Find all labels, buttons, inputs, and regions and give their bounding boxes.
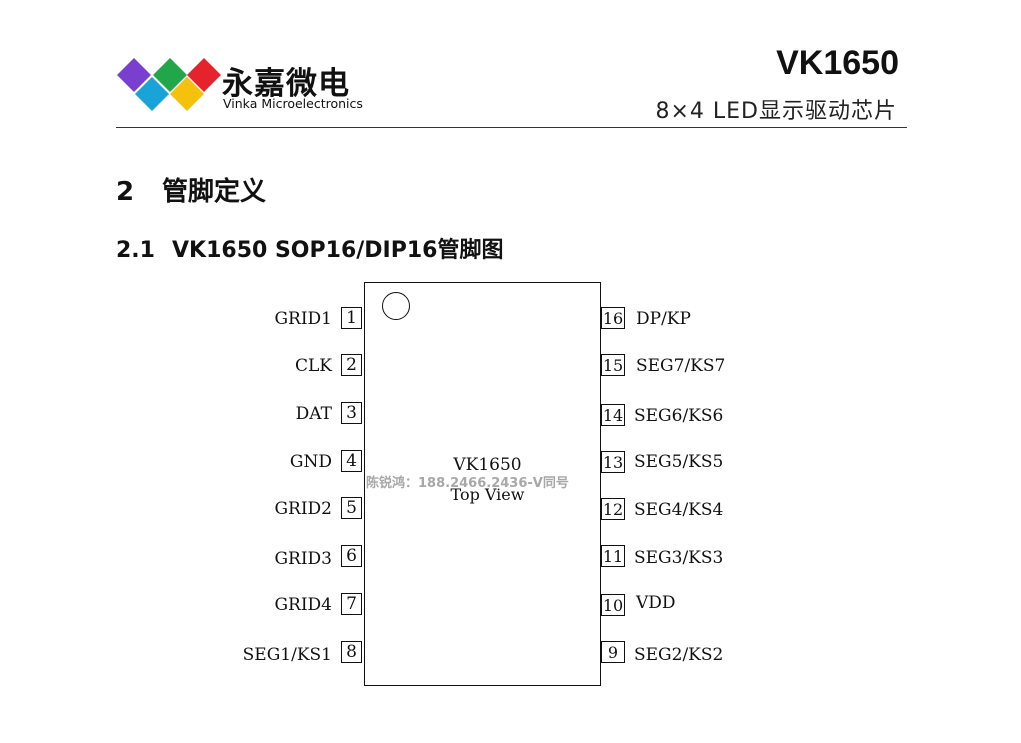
pin-label: VDD [636,593,676,613]
pin-number-box: 12 [601,498,625,520]
pin-number-box: 15 [601,354,625,376]
pin-number-box: 6 [341,545,362,567]
document-subtitle: 8×4 LED显示驱动芯片 [655,99,897,124]
brand-name-english: Vinka Microelectronics [223,96,363,111]
subsection-title: VK1650 SOP16/DIP16管脚图 [172,238,504,263]
pin-number-box: 4 [341,450,362,472]
pin-label: SEG1/KS1 [242,645,332,665]
pin-label: GRID1 [274,309,332,329]
pin-label: GRID3 [274,549,332,569]
contact-watermark: 陈锐鸿：188.2466.2436-V同号 [366,476,569,491]
logo-diamond-green [153,58,187,92]
pin-label: SEG6/KS6 [634,406,724,426]
pin-number-box: 16 [601,307,625,329]
pin-label: CLK [295,356,332,376]
pin-label: DP/KP [636,309,691,329]
subsection-number: 2.1 [116,238,155,263]
chip-body [364,282,601,686]
logo-diamonds-icon [117,58,221,111]
pin-number-box: 14 [601,404,625,426]
pin-number-box: 9 [601,641,625,663]
pin-label: GND [289,452,332,472]
pin-number-box: 5 [341,497,362,519]
pin-number-box: 2 [341,354,362,376]
document-title: VK1650 [776,44,899,82]
pin-label: GRID4 [274,595,332,615]
pin-number-box: 10 [601,594,625,616]
section-heading: 2 管脚定义 [116,171,266,208]
logo-diamond-purple [117,58,151,92]
pin-label: SEG2/KS2 [634,645,724,665]
pin-number-box: 8 [341,641,362,663]
pin-label: SEG3/KS3 [634,548,724,568]
logo-diamond-blue [135,77,169,111]
pin-label: SEG7/KS7 [636,356,726,376]
pin1-marker-icon [382,292,410,320]
logo-diamond-red [187,58,221,92]
pin-label: SEG5/KS5 [634,452,724,472]
header-divider [116,127,907,128]
pin-number-box: 13 [601,451,625,473]
pin-number-box: 1 [341,307,362,329]
pin-number-box: 11 [601,545,625,567]
subsection-heading: 2.1 VK1650 SOP16/DIP16管脚图 [116,232,503,264]
logo-diamond-yellow [170,77,204,111]
brand-name-chinese: 永嘉微电 [222,66,350,102]
pin-label: SEG4/KS4 [634,500,724,520]
pin-number-box: 7 [341,593,362,615]
pin-label: DAT [295,404,332,424]
pin-label: GRID2 [274,499,332,519]
section-title: 管脚定义 [162,177,267,207]
chip-view-label: Top View [450,485,525,504]
pin-number-box: 3 [341,402,362,424]
section-number: 2 [116,177,135,207]
chip-name: VK1650 [453,455,522,475]
